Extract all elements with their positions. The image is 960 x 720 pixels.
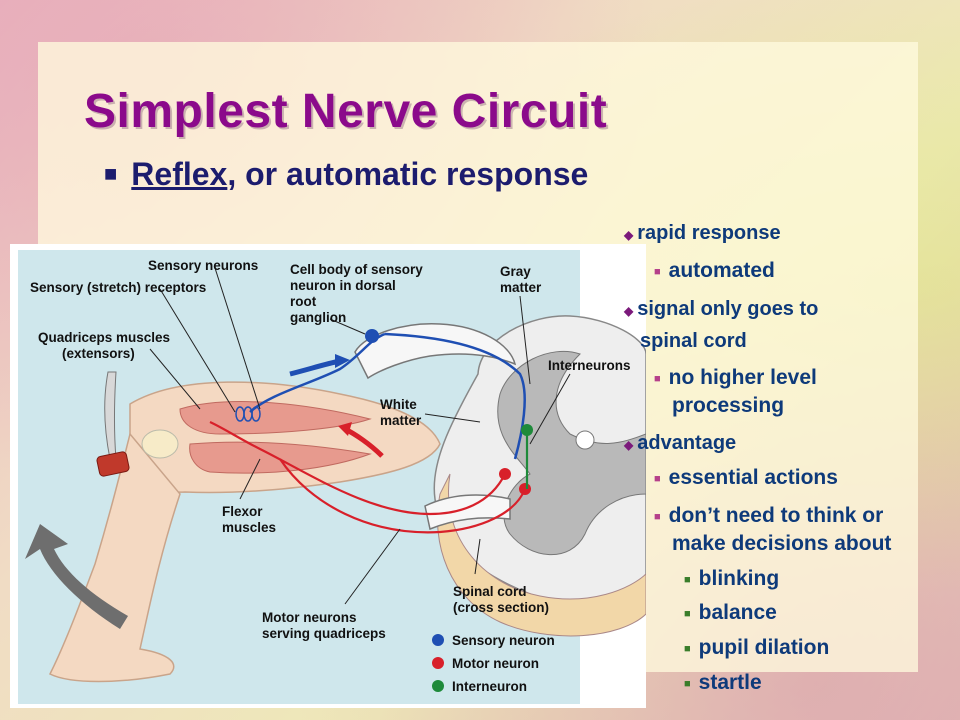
- outline-item: ◆signal only goes to: [624, 298, 819, 320]
- stretch-receptor-coils: [235, 406, 261, 422]
- square-bullet-icon: ■: [684, 643, 691, 655]
- movement-arrow: [25, 524, 128, 629]
- outline-item: ◆rapid response: [624, 222, 781, 244]
- diamond-bullet-icon: ◆: [624, 438, 634, 452]
- square-bullet-icon: ■: [684, 678, 691, 690]
- outline-item: ■don’t need to think or: [654, 504, 884, 527]
- outline-item: ■blinking: [684, 567, 780, 590]
- legend-dot-sensory: [432, 634, 444, 646]
- diagram-legend: Sensory neuron Motor neuron Interneuron: [432, 633, 555, 694]
- label-flexor-2: muscles: [222, 520, 276, 535]
- label-cell-body-2: neuron in dorsal: [290, 278, 396, 293]
- reflex-arc-diagram: Sensory neurons Sensory (stretch) recept…: [10, 244, 646, 708]
- outline-item-continuation: spinal cord: [640, 330, 747, 352]
- legend-dot-motor: [432, 657, 444, 669]
- outline-item: ■no higher level: [654, 366, 817, 389]
- legend-label-motor: Motor neuron: [452, 656, 539, 671]
- outline-item: ■automated: [654, 259, 775, 282]
- legend-label-sensory: Sensory neuron: [452, 633, 555, 648]
- diamond-bullet-icon: ◆: [624, 304, 634, 318]
- label-white-2: matter: [380, 413, 422, 428]
- main-bullet: ■ Reflex, or automatic response: [104, 156, 588, 193]
- sensory-cell-body: [365, 329, 379, 343]
- motor-neuron-body-1: [499, 468, 511, 480]
- outline-item: ■essential actions: [654, 466, 838, 489]
- ventral-root: [424, 494, 511, 531]
- sensory-arrowhead: [335, 354, 350, 368]
- label-stretch-receptors: Sensory (stretch) receptors: [30, 280, 206, 295]
- label-motor-1: Motor neurons: [262, 610, 357, 625]
- outline-item: ■startle: [684, 671, 762, 694]
- label-quad-1: Quadriceps muscles: [38, 330, 170, 345]
- outline-item: ■balance: [684, 601, 777, 624]
- motor-neuron-paths: [209, 421, 527, 534]
- outline-item-continuation: make decisions about: [672, 532, 892, 555]
- slide-title: Simplest Nerve Circuit: [84, 85, 608, 138]
- label-spinal-2: (cross section): [453, 600, 549, 615]
- motor-arrowhead: [338, 422, 352, 436]
- label-cell-body-3: root: [290, 294, 317, 309]
- interneuron-body: [521, 424, 533, 436]
- leg-illustration: [48, 371, 441, 683]
- label-white-1: White: [380, 397, 417, 412]
- outline-item: ◆advantage: [624, 432, 737, 454]
- label-cell-body-4: ganglion: [290, 310, 346, 325]
- legend-label-inter: Interneuron: [452, 679, 527, 694]
- label-leader-lines: [149, 267, 571, 605]
- square-bullet-icon: ■: [654, 511, 661, 523]
- label-gray-1: Gray: [500, 264, 531, 279]
- label-quad-2: (extensors): [62, 346, 135, 361]
- square-bullet-icon: ■: [684, 574, 691, 586]
- outline-item: ■pupil dilation: [684, 636, 830, 659]
- square-bullet-icon: ■: [104, 161, 118, 186]
- label-spinal-1: Spinal cord: [453, 584, 527, 599]
- outline-item-continuation: processing: [672, 394, 785, 417]
- reflex-link[interactable]: Reflex: [131, 156, 228, 192]
- label-sensory-neurons: Sensory neurons: [148, 258, 258, 273]
- label-flexor-1: Flexor: [222, 504, 263, 519]
- dorsal-root: [354, 323, 517, 380]
- label-motor-2: serving quadriceps: [262, 626, 386, 641]
- legend-dot-inter: [432, 680, 444, 692]
- square-bullet-icon: ■: [654, 266, 661, 278]
- label-gray-2: matter: [500, 280, 542, 295]
- motor-neuron-body-2: [519, 483, 531, 495]
- square-bullet-icon: ■: [654, 373, 661, 385]
- square-bullet-icon: ■: [654, 473, 661, 485]
- square-bullet-icon: ■: [684, 608, 691, 620]
- reflex-arc-illustration: Sensory neurons Sensory (stretch) recept…: [18, 250, 646, 704]
- label-cell-body-1: Cell body of sensory: [290, 262, 423, 277]
- diamond-bullet-icon: ◆: [624, 228, 634, 242]
- spinal-cord-cross-section: [433, 315, 646, 637]
- main-bullet-text: , or automatic response: [227, 156, 589, 192]
- label-interneurons: Interneurons: [548, 358, 631, 373]
